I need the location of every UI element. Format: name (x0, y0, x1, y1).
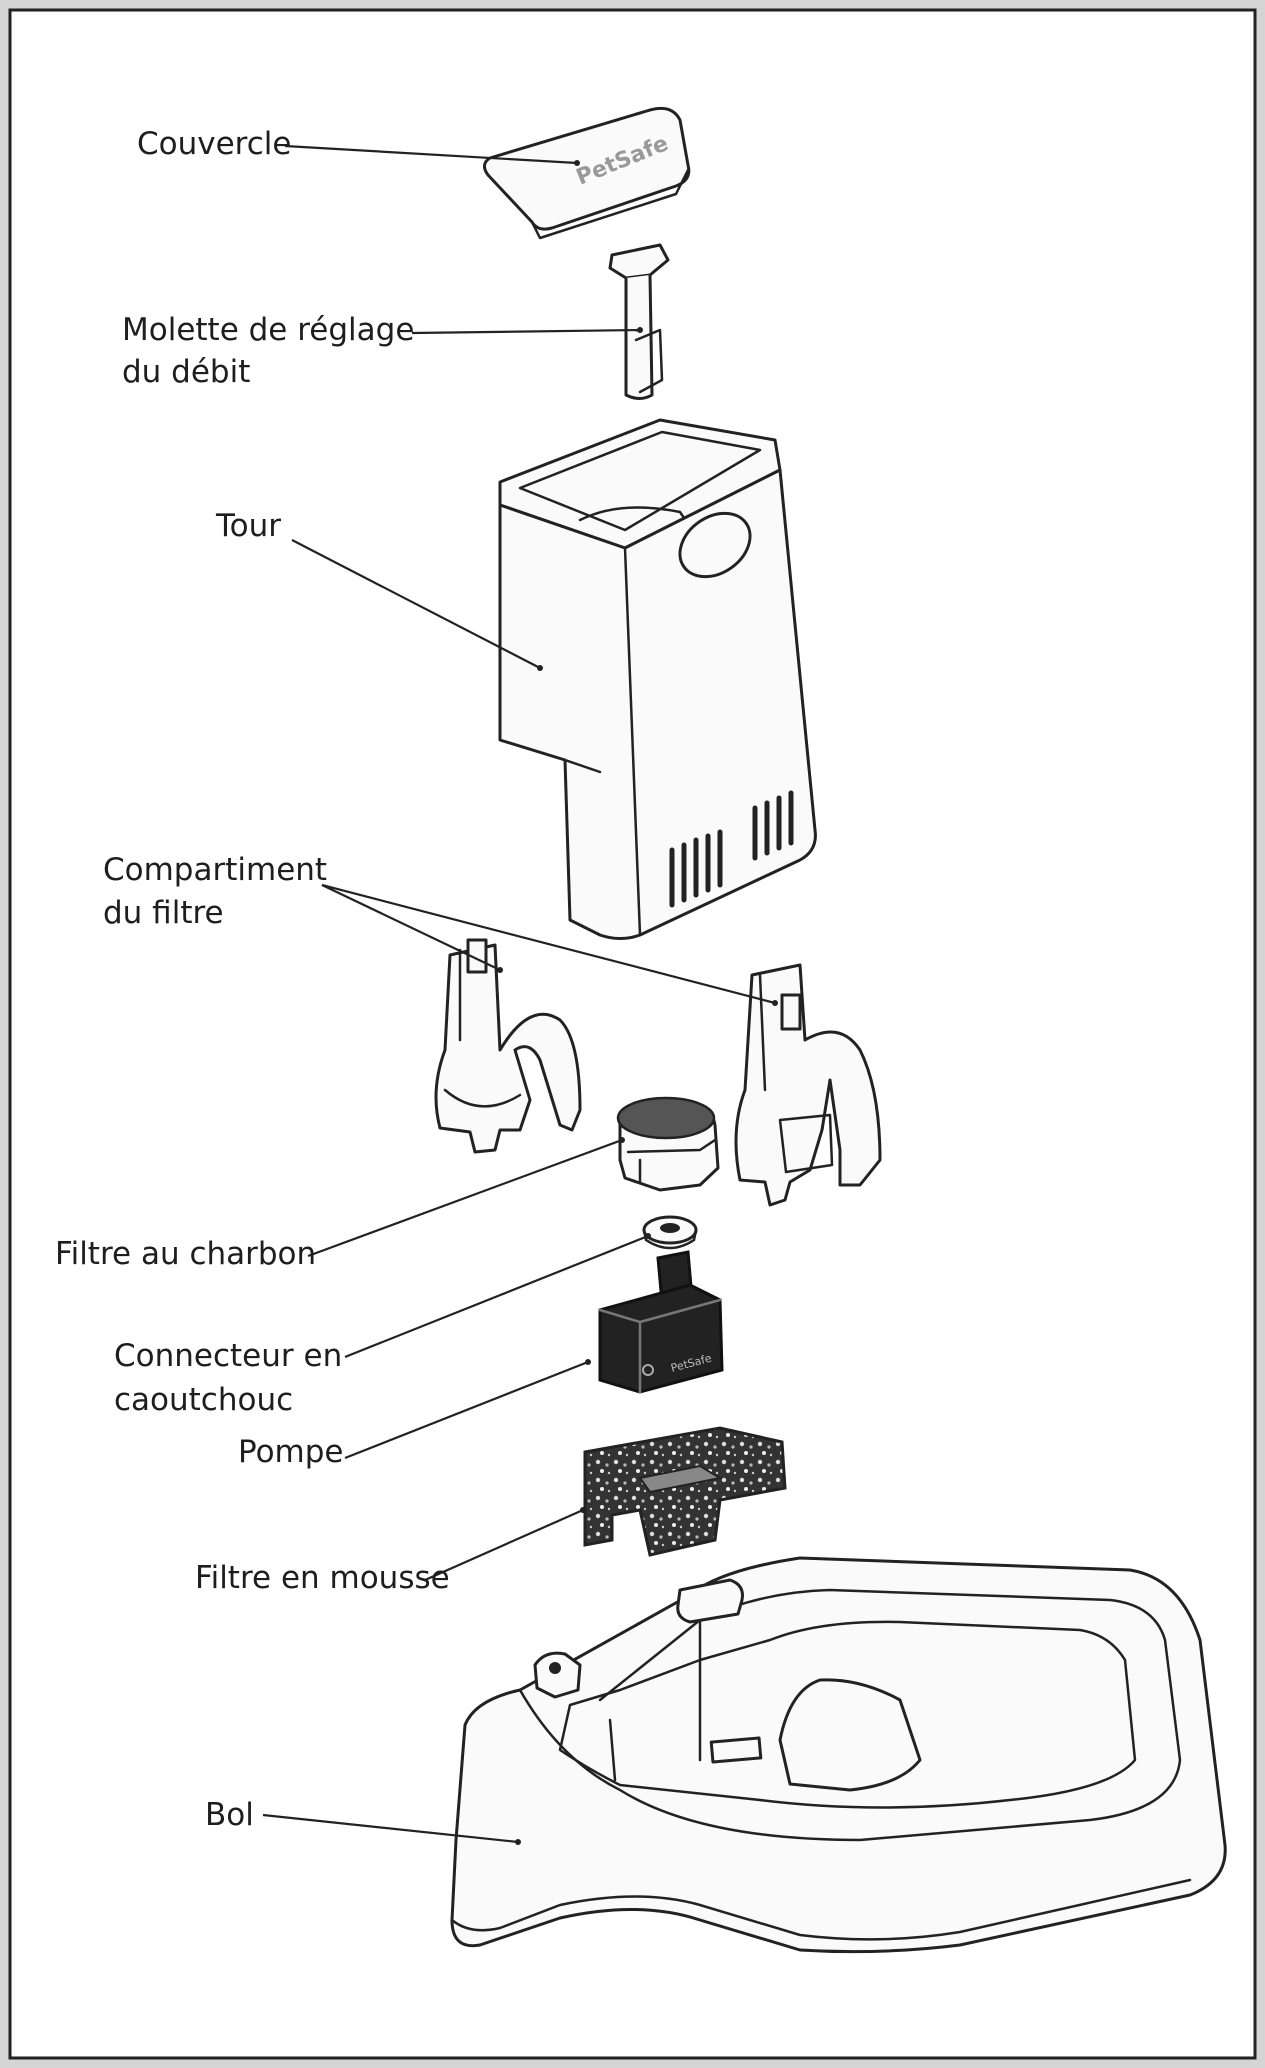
tower-leader-line (291, 539, 541, 669)
carbon-filter-leader-line (307, 1138, 623, 1258)
bowl-part (450, 1556, 1227, 1954)
label-pump: Pompe (238, 1434, 344, 1470)
label-filter-housing-line1: Compartiment (103, 852, 327, 888)
filter-housing-left-part (434, 938, 582, 1154)
bowl-leader-line (262, 1813, 519, 1844)
label-bowl: Bol (205, 1797, 254, 1833)
label-carbon-filter: Filtre au charbon (55, 1236, 316, 1272)
rubber-connector-leader-line (344, 1234, 649, 1359)
label-filter-housing-line2: du filtre (103, 895, 224, 931)
pump-leader-line (344, 1360, 589, 1460)
label-flow-knob-line1: Molette de réglage (122, 312, 414, 348)
label-rubber-connector-line1: Connecteur en (114, 1338, 342, 1374)
flow-knob-part (608, 243, 670, 400)
filter-housing-leader-line-right (321, 883, 776, 1005)
rubber-connector-part (642, 1215, 698, 1250)
label-foam-filter: Filtre en mousse (195, 1560, 450, 1596)
label-rubber-connector-line2: caoutchouc (114, 1382, 293, 1418)
label-lid: Couvercle (137, 126, 291, 162)
pump-part: PetSafe (585, 1250, 724, 1394)
part-labels: Couvercle Molette de réglage du débit To… (55, 126, 450, 1833)
filter-housing-right-part (734, 963, 882, 1207)
flow-knob-leader-line (411, 328, 641, 335)
leader-lines (262, 144, 776, 1844)
filter-housing-leader-line-left (321, 884, 501, 971)
label-flow-knob-line2: du débit (122, 354, 250, 390)
foam-filter-part (580, 1426, 787, 1557)
foam-filter-leader-line (424, 1508, 584, 1582)
carbon-filter-part (616, 1096, 720, 1192)
lid-leader-line (284, 144, 578, 165)
label-tower: Tour (215, 508, 281, 544)
lid-part: PetSafe (483, 106, 691, 240)
tower-part (498, 418, 817, 940)
